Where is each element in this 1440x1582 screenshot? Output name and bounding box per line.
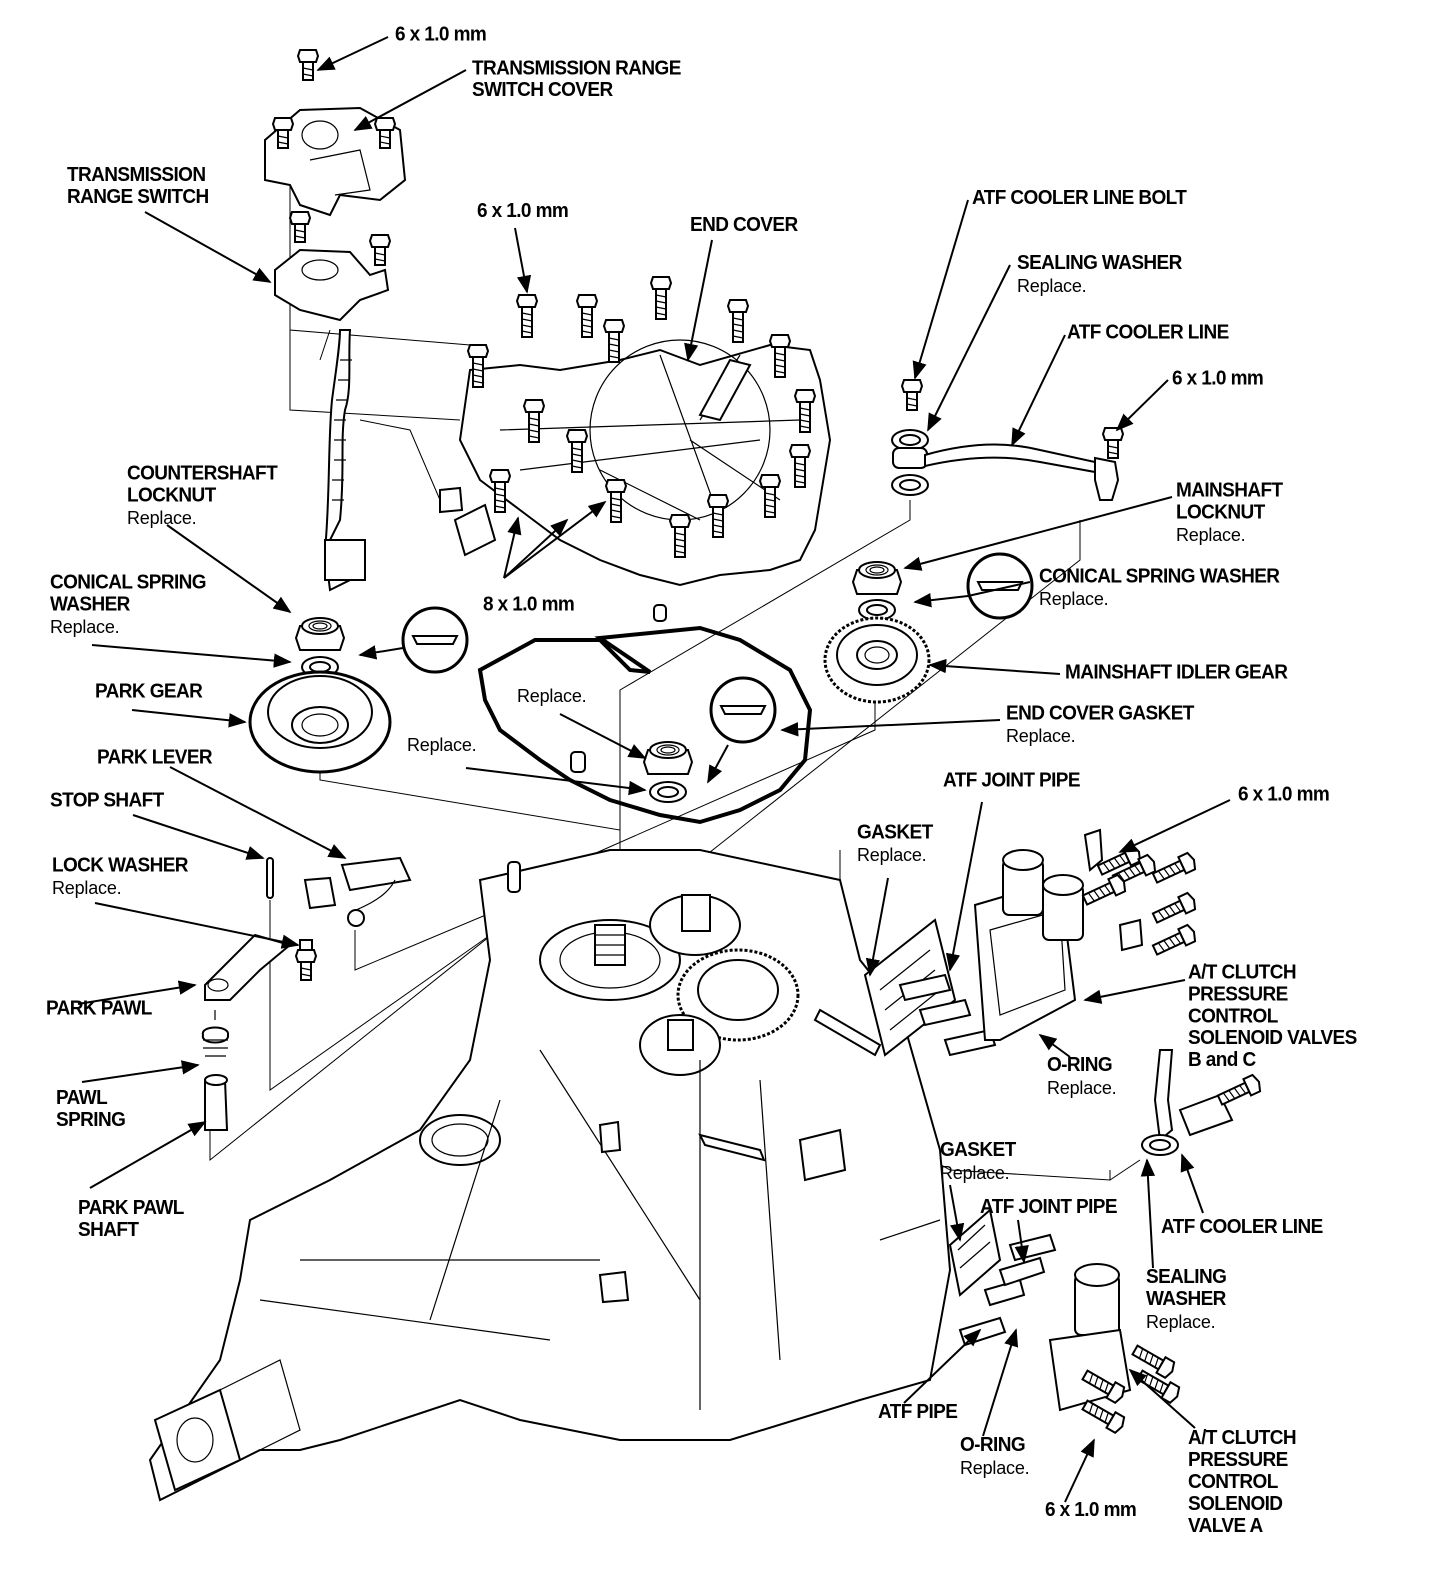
label-gasket-top: GASKET Replace. — [857, 821, 933, 865]
label-o-ring-top: O-RING Replace. — [1047, 1054, 1117, 1098]
label-atf-cooler-line-top: ATF COOLER LINE — [1067, 321, 1229, 344]
label-park-pawl: PARK PAWL — [46, 997, 152, 1020]
label-conical-spring-washer-left: CONICAL SPRING WASHER Replace. — [50, 571, 207, 637]
end-cover-gasket — [477, 604, 813, 825]
label-park-pawl-shaft: PARK PAWL SHAFT — [78, 1197, 184, 1242]
solenoid-valves-b-c — [863, 828, 1199, 1057]
park-mechanism — [201, 856, 412, 1131]
label-bolt-top: 6 x 1.0 mm — [395, 23, 487, 46]
label-replace-center-2: Replace. — [407, 735, 477, 755]
atf-cooler-line-bottom-part — [1141, 1049, 1264, 1156]
transmission-range-switch — [274, 211, 497, 592]
label-gasket-bottom: GASKET Replace. — [940, 1139, 1016, 1183]
label-end-cover-gasket: END COVER GASKET Replace. — [1006, 702, 1194, 746]
label-bolt-cooler-line: 6 x 1.0 mm — [1172, 367, 1264, 390]
label-countershaft-locknut: COUNTERSHAFT LOCKNUT Replace. — [127, 462, 278, 528]
label-lock-washer: LOCK WASHER Replace. — [52, 854, 189, 898]
label-bolt-solenoid-a: 6 x 1.0 mm — [1045, 1499, 1137, 1522]
label-atf-cooler-line-bolt: ATF COOLER LINE BOLT — [972, 187, 1187, 210]
label-replace-center-1: Replace. — [517, 686, 587, 706]
label-o-ring-bottom: O-RING Replace. — [960, 1434, 1030, 1478]
atf-cooler-line-top-part — [891, 379, 1124, 501]
label-bolt-end-cover: 6 x 1.0 mm — [477, 200, 569, 223]
label-end-cover: END COVER — [690, 214, 798, 237]
label-stop-shaft: STOP SHAFT — [50, 789, 164, 812]
label-solenoid-valve-a: A/T CLUTCH PRESSURE CONTROL SOLENOID VAL… — [1188, 1427, 1297, 1538]
end-cover — [458, 276, 832, 587]
label-bolt-solenoid-bc: 6 x 1.0 mm — [1238, 783, 1330, 806]
leader-arrows — [77, 36, 1231, 1503]
label-atf-joint-pipe-top: ATF JOINT PIPE — [943, 769, 1081, 792]
label-sealing-washer-bottom: SEALING WASHER Replace. — [1146, 1266, 1227, 1332]
label-sealing-washer-top: SEALING WASHER Replace. — [1017, 252, 1182, 296]
label-solenoid-valves-b-c: A/T CLUTCH PRESSURE CONTROL SOLENOID VAL… — [1188, 961, 1357, 1072]
label-conical-spring-washer-right: CONICAL SPRING WASHER Replace. — [1039, 565, 1280, 609]
label-mainshaft-locknut: MAINSHAFT LOCKNUT Replace. — [1176, 479, 1283, 545]
label-bolt-8mm: 8 x 1.0 mm — [483, 593, 575, 616]
label-transmission-range-switch-cover: TRANSMISSION RANGE SWITCH COVER — [472, 57, 681, 102]
label-mainshaft-idler-gear: MAINSHAFT IDLER GEAR — [1065, 661, 1288, 684]
mainshaft-parts — [823, 552, 1034, 704]
label-transmission-range-switch: TRANSMISSION RANGE SWITCH — [67, 164, 209, 209]
label-atf-joint-pipe-bottom: ATF JOINT PIPE — [980, 1196, 1118, 1219]
transmission-range-switch-cover — [264, 49, 407, 217]
label-atf-pipe: ATF PIPE — [878, 1401, 958, 1424]
label-pawl-spring: PAWL SPRING — [56, 1087, 126, 1132]
transmission-case — [148, 849, 952, 1502]
label-park-lever: PARK LEVER — [97, 746, 213, 769]
label-atf-cooler-line-bottom: ATF COOLER LINE — [1161, 1216, 1323, 1239]
label-park-gear: PARK GEAR — [95, 680, 203, 703]
countershaft-parts — [248, 606, 469, 774]
